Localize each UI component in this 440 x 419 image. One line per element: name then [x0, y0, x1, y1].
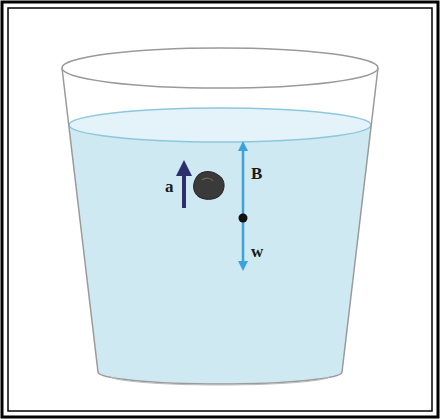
force-label: a — [165, 178, 174, 195]
force-label: B — [251, 165, 262, 182]
inner-frame — [8, 8, 432, 411]
water-surface — [69, 108, 371, 142]
glass-wall — [62, 68, 98, 372]
force-label: w — [251, 243, 263, 260]
glass-base — [98, 372, 342, 384]
glass-wall — [342, 68, 378, 372]
acceleration-arrow — [182, 168, 186, 208]
buoyant-force-arrow — [242, 146, 245, 218]
center-dot — [239, 214, 248, 223]
glass-base-edge — [110, 376, 330, 385]
weight-arrow — [242, 218, 245, 266]
glass-rim — [62, 48, 378, 88]
rock-highlight — [202, 178, 213, 181]
rock — [194, 172, 224, 200]
water — [69, 125, 372, 384]
